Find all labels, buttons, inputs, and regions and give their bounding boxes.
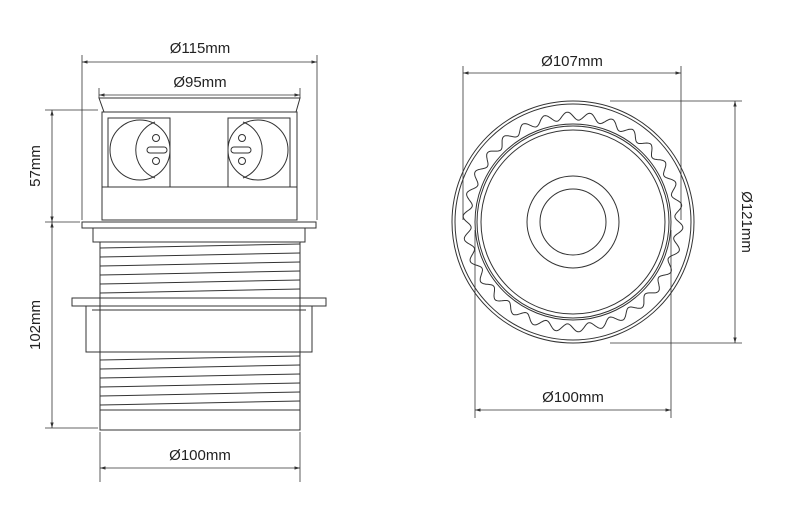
thread-line: [99, 270, 301, 276]
socket-housing: [101, 111, 298, 221]
dim-top-view-inner: Ø107mm: [462, 53, 682, 220]
dim-top-view-outer: Ø121mm: [610, 100, 755, 344]
thread-line: [99, 279, 301, 285]
outer-flange: [451, 100, 695, 344]
dim-label: Ø100mm: [542, 389, 604, 406]
thread-line: [99, 252, 301, 258]
thread-line: [99, 400, 301, 406]
thread-line: [99, 391, 301, 397]
base-ring: [99, 409, 301, 431]
thread-line: [99, 243, 301, 249]
dim-height-top: 57mm: [27, 109, 98, 223]
thread-line: [99, 382, 301, 388]
thread-line: [99, 364, 301, 370]
thread-line: [99, 355, 301, 361]
dim-label: 102mm: [27, 300, 44, 350]
dim-label: Ø107mm: [541, 53, 603, 70]
socket-left: [107, 117, 171, 188]
thread-line: [99, 373, 301, 379]
dim-top-outer: Ø115mm: [81, 40, 318, 220]
dim-label: Ø95mm: [173, 74, 226, 91]
thread-lines: [99, 243, 301, 406]
socket-right: [227, 117, 291, 188]
dim-height-body: 102mm: [27, 222, 98, 429]
center-hub: [526, 175, 620, 269]
side-view: [71, 97, 327, 431]
top-view: [451, 100, 695, 344]
locking-collar: [71, 297, 327, 307]
dim-label: Ø115mm: [170, 40, 231, 57]
flange: [81, 221, 317, 229]
dim-top-view-bottom: Ø100mm: [474, 230, 672, 418]
top-cap: [98, 97, 301, 113]
dim-bottom: Ø100mm: [99, 432, 301, 482]
thread-line: [99, 261, 301, 267]
dim-label: 57mm: [27, 145, 44, 187]
dim-top-inner: Ø95mm: [98, 74, 301, 98]
wavy-grip-ring: [462, 111, 684, 333]
thread-line: [99, 288, 301, 294]
dim-label: Ø121mm: [738, 191, 755, 253]
dim-label: Ø100mm: [169, 447, 231, 464]
